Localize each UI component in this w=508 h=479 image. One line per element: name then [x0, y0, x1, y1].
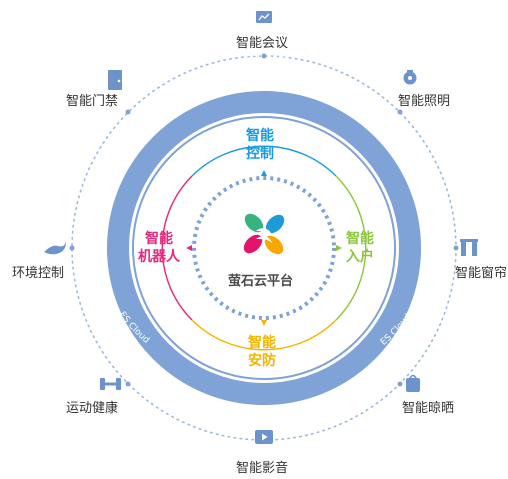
platform-title: 萤石云平台 [228, 274, 294, 289]
anchor-environment [69, 245, 75, 251]
smart-control-line2: 控制 [246, 146, 274, 162]
logo-swirl [256, 228, 272, 236]
smart-control-label: 智能 控制 [246, 127, 274, 163]
play-icon [255, 430, 273, 444]
node-smart-access: 智能门禁 [66, 94, 119, 109]
inner-dotted-ring [192, 176, 336, 320]
dumbbell-icon-bar [105, 382, 116, 386]
wind-icon-shape [44, 242, 66, 255]
node-smart-meeting: 智能会议 [236, 36, 289, 51]
cloud-ring [107, 91, 421, 405]
logo-petal-green [244, 213, 264, 233]
dumbbell-icon-weight-left [100, 378, 105, 390]
door-icon [108, 70, 122, 90]
curtain-icon-right [472, 242, 477, 256]
logo-petal-blue [265, 214, 285, 234]
smart-security-line2: 安防 [248, 353, 276, 369]
smart-robot-line2: 机器人 [138, 249, 180, 265]
anchor-drying [397, 381, 403, 387]
smart-security-line1: 智能 [248, 335, 276, 351]
anchor-lighting [397, 109, 403, 115]
curtain-icon [460, 239, 478, 256]
smart-entry-line2: 入户 [346, 249, 374, 265]
smart-entry-label: 智能 入户 [346, 230, 374, 266]
door-icon-knob [117, 79, 121, 83]
robot-arrow [186, 245, 192, 251]
node-smart-media: 智能影音 [236, 461, 289, 476]
play-icon-triangle [262, 433, 268, 441]
control-arc [191, 145, 337, 177]
door-icon-panel [108, 70, 122, 90]
logo-swirl-2 [256, 236, 272, 243]
hanger-icon [406, 374, 420, 392]
robot-arc [161, 175, 193, 321]
logo-petal-orange [264, 235, 284, 255]
wind-icon [44, 242, 66, 255]
anchor-curtain [453, 245, 459, 251]
hanger-icon-body [406, 378, 420, 392]
control-arrow [261, 170, 267, 176]
dumbbell-icon-weight-right [116, 378, 121, 390]
dumbbell-icon [100, 378, 121, 390]
smart-robot-line1: 智能 [145, 231, 173, 247]
anchor-access [125, 109, 131, 115]
security-arc [191, 319, 337, 351]
presentation-icon [256, 11, 272, 23]
entry-arrow [336, 245, 342, 251]
node-smart-drying: 智能晾晒 [402, 401, 455, 416]
node-environment-control: 环境控制 [12, 266, 65, 281]
smart-control-line1: 智能 [246, 128, 274, 144]
curtain-icon-rod [460, 239, 478, 242]
ezviz-logo [243, 213, 285, 255]
cloud-ring-inner-line [132, 116, 396, 380]
curtain-icon-left [461, 242, 466, 256]
presentation-icon-line [258, 13, 270, 21]
node-fitness: 运动健康 [66, 401, 119, 416]
bulb-icon-shine [408, 76, 412, 80]
anchor-fitness [125, 381, 131, 387]
bulb-icon [403, 70, 417, 85]
logo-petal-pink [243, 234, 263, 254]
bulb-icon-base [407, 70, 413, 73]
smart-robot-label: 智能 机器人 [138, 230, 180, 266]
node-smart-curtain: 智能窗帘 [455, 266, 508, 281]
smart-security-label: 智能 安防 [248, 334, 276, 370]
hanger-icon-hook [409, 374, 417, 379]
security-arrow [261, 320, 267, 326]
node-smart-lighting: 智能照明 [398, 94, 451, 109]
entry-arc [335, 175, 367, 321]
smart-entry-line1: 智能 [346, 231, 374, 247]
anchor-meeting [261, 53, 267, 59]
